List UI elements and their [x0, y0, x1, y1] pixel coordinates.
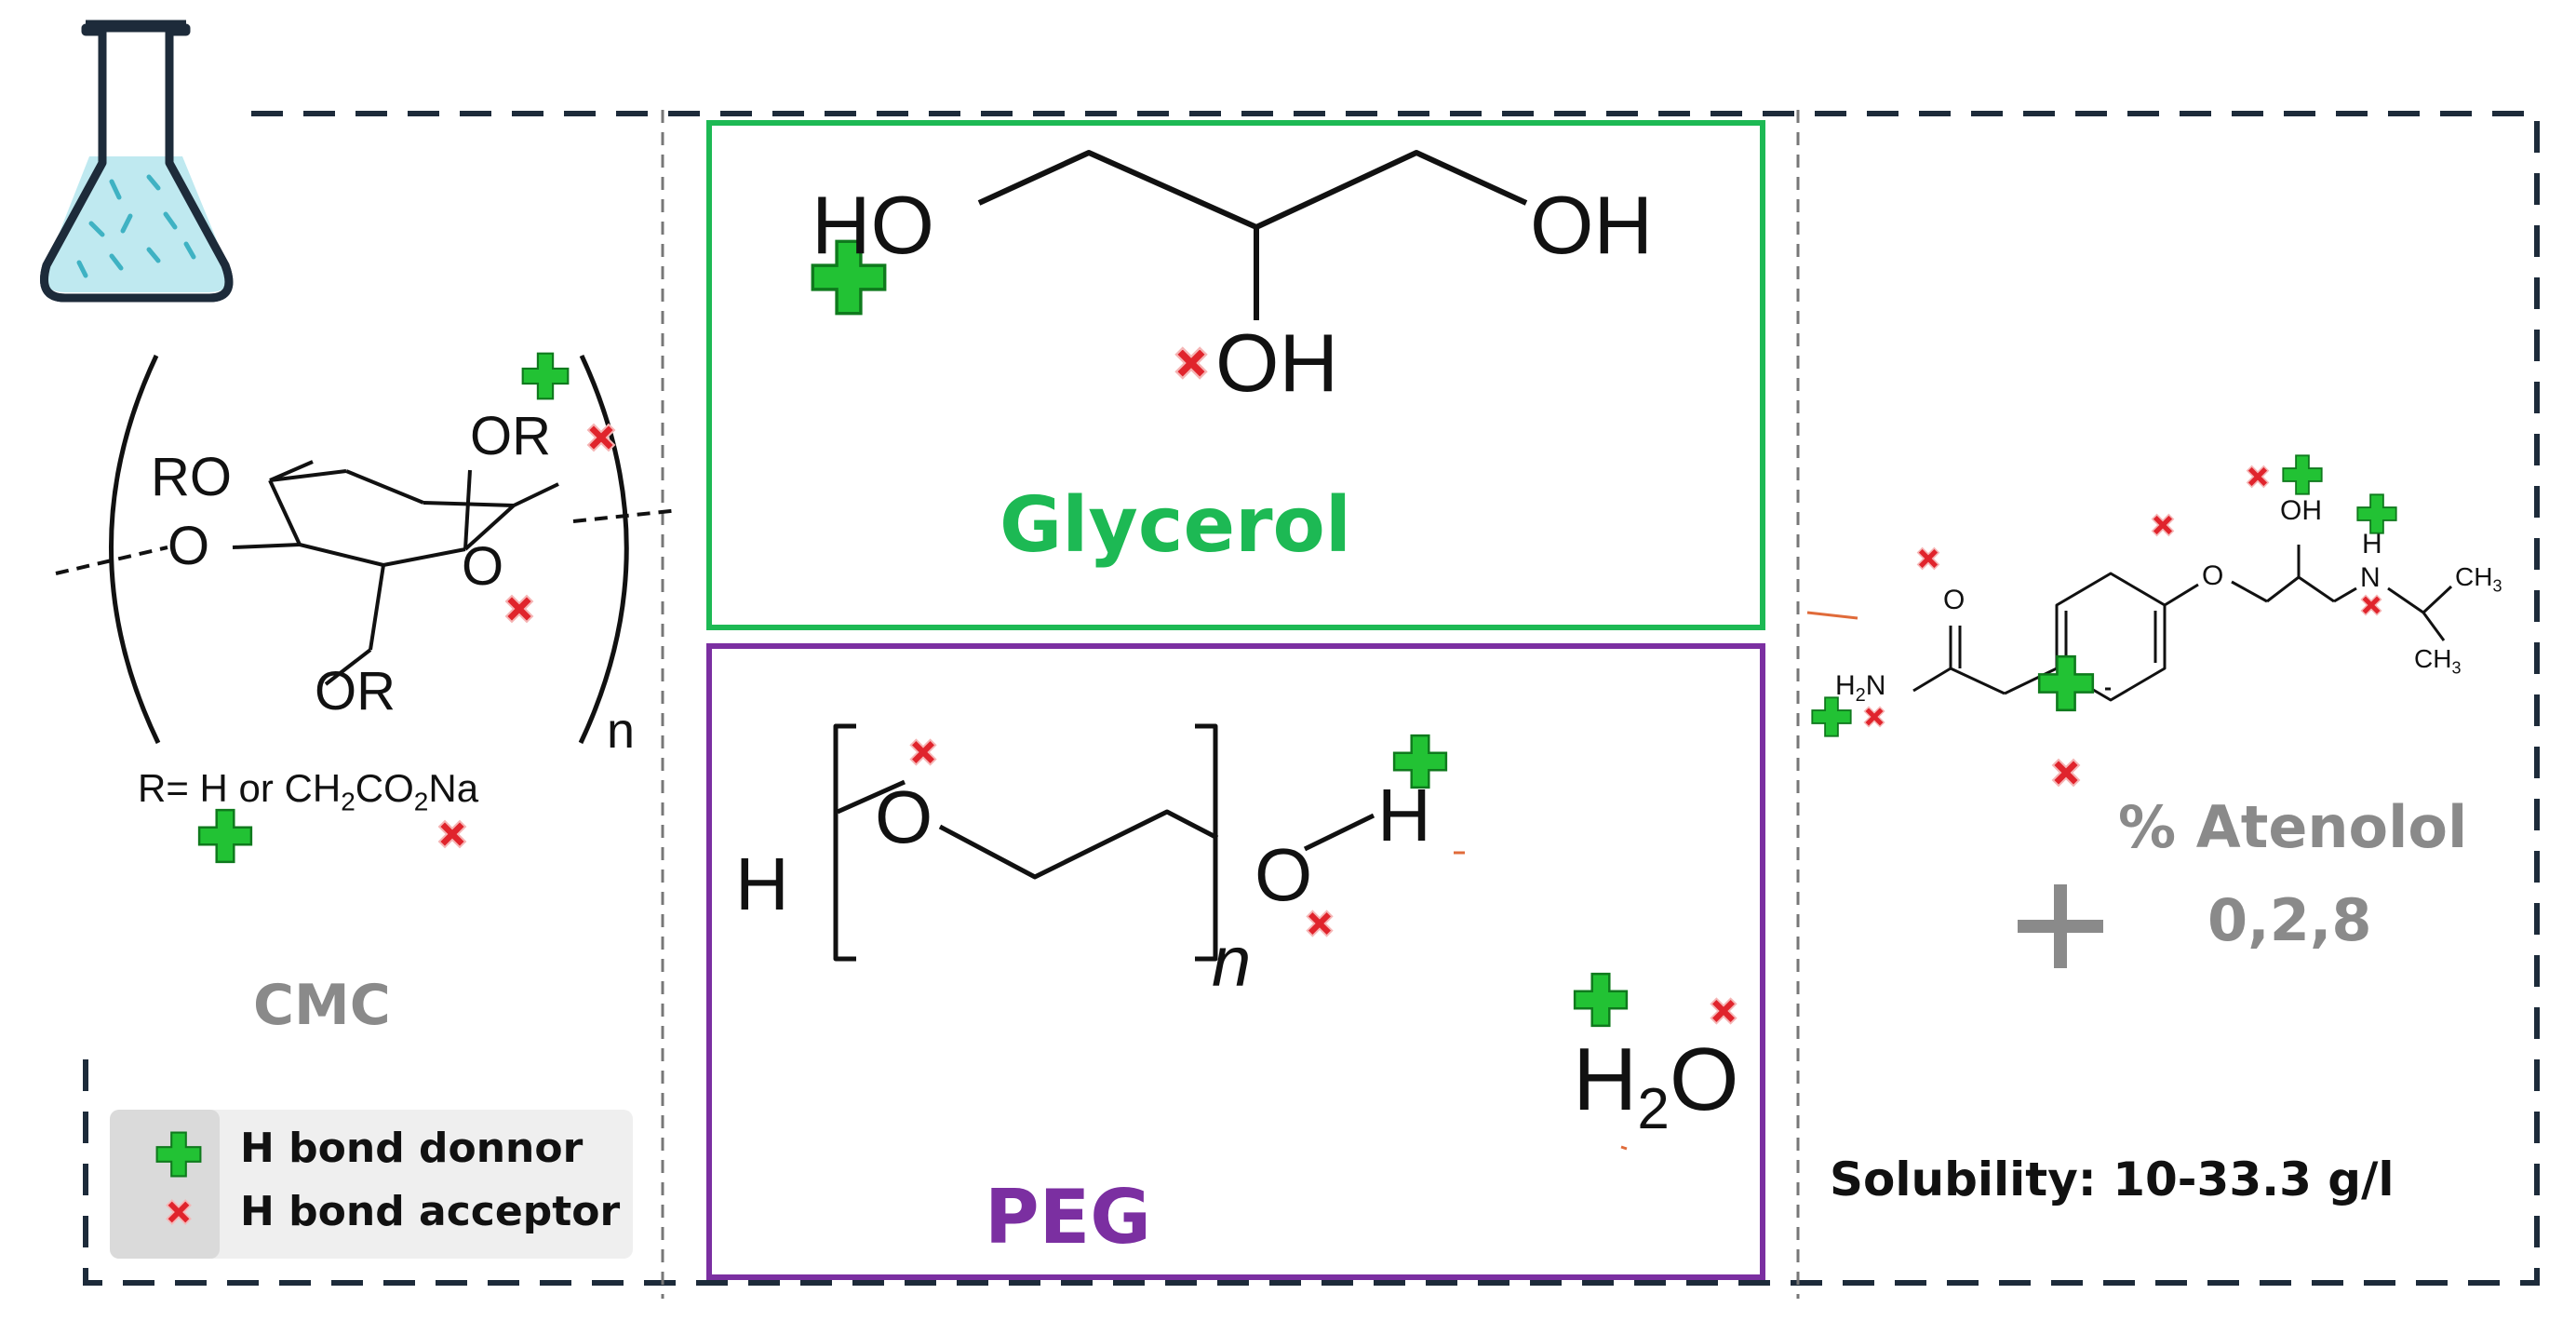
- column-dividers: [661, 110, 1800, 1299]
- atenolol-o-carbonyl-label: O: [1943, 585, 1966, 615]
- donor-plus-icon: [521, 352, 570, 400]
- glycerol-structure: [977, 150, 1528, 320]
- atenolol-values-label: 0,2,8: [2207, 886, 2372, 954]
- acceptor-x-icon: [2051, 758, 2081, 788]
- acceptor-x-icon: [1710, 997, 1737, 1025]
- acceptor-x-icon: [2151, 513, 2175, 537]
- atenolol-structure: [1806, 545, 2453, 702]
- atenolol-nh-h-label: H: [2362, 529, 2382, 559]
- acceptor-x-icon: [2246, 465, 2270, 489]
- acceptor-x-icon: [1306, 910, 1334, 937]
- acceptor-x-icon: [1916, 546, 1940, 571]
- donor-plus-icon: [1811, 696, 1852, 737]
- glycerol-oh-mid-label: OH: [1215, 317, 1338, 409]
- cmc-o-left-label: O: [168, 516, 210, 576]
- cmc-n-label: n: [607, 703, 636, 759]
- atenolol-nh-n-label: N: [2360, 562, 2381, 593]
- solubility-label: Solubility: 10-33.3 g/l: [1830, 1153, 2395, 1206]
- donor-plus-icon: [155, 1131, 202, 1178]
- atenolol-amine-label: H2N: [1835, 670, 1886, 706]
- cmc-structure: [55, 354, 680, 745]
- donor-plus-icon: [197, 808, 253, 864]
- cmc-or-bottom-label: OR: [315, 661, 396, 721]
- flask-icon: [40, 20, 234, 303]
- acceptor-x-icon: [2360, 594, 2382, 616]
- peg-h-right-label: H: [1377, 774, 1431, 856]
- peg-title: PEG: [985, 1174, 1151, 1260]
- cmc-or-top-label: OR: [470, 406, 551, 466]
- atenolol-oh-label: OH: [2280, 495, 2322, 526]
- outer-dashed-frame: [83, 111, 2540, 1286]
- atenolol-o-ether-label: O: [2202, 560, 2224, 591]
- cmc-ro-label: RO: [151, 447, 232, 507]
- donor-plus-icon: [811, 239, 887, 316]
- donor-plus-icon: [1392, 734, 1448, 789]
- atenolol-percent-label: % Atenolol: [2118, 793, 2468, 861]
- acceptor-x-icon: [909, 738, 937, 766]
- peg-structure: [833, 723, 1375, 962]
- acceptor-x-icon: [437, 819, 467, 849]
- legend-acceptor-label: H bond acceptor: [240, 1188, 621, 1235]
- water-formula: H2O: [1573, 1030, 1739, 1142]
- glycerol-oh-right-label: OH: [1530, 179, 1653, 271]
- donor-plus-icon: [2356, 493, 2397, 534]
- peg-box: [706, 643, 1765, 1280]
- atenolol-ch3-top-label: CH3: [2455, 562, 2502, 596]
- peg-o-right-label: O: [1254, 833, 1313, 916]
- acceptor-x-icon: [1863, 706, 1885, 728]
- glycerol-title: Glycerol: [1000, 481, 1351, 570]
- cmc-label: CMC: [253, 973, 391, 1038]
- acceptor-x-icon: [504, 594, 534, 624]
- legend-donor-label: H bond donnor: [240, 1125, 584, 1172]
- peg-o-left-label: O: [875, 775, 933, 858]
- atenolol-ch3-bottom-label: CH3: [2414, 644, 2462, 678]
- acceptor-x-icon: [166, 1199, 192, 1225]
- glycerol-ho-label: HO: [812, 179, 934, 271]
- specks: [1454, 851, 1628, 1151]
- peg-n-label: n: [1212, 923, 1252, 1002]
- acceptor-x-icon: [1174, 346, 1208, 380]
- acceptor-x-icon: [586, 423, 616, 452]
- glycerol-box: [706, 120, 1765, 630]
- donor-plus-icon: [2282, 454, 2323, 495]
- cmc-r-definition: R= H or CH2CO2Na: [138, 766, 479, 816]
- cmc-o-ring-label: O: [462, 536, 504, 597]
- peg-h-left-label: H: [735, 842, 789, 925]
- donor-plus-icon: [2037, 654, 2095, 712]
- plus-sign: [2018, 884, 2103, 968]
- donor-plus-icon: [1573, 972, 1629, 1028]
